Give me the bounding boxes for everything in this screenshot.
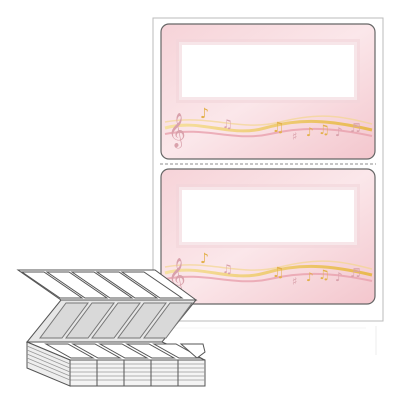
music-note-icon: ♪ xyxy=(200,251,209,267)
music-note-icon: ♫ xyxy=(318,268,330,283)
wave-gold xyxy=(164,119,373,133)
wave-pink xyxy=(164,127,373,138)
music-note-icon: ♫ xyxy=(222,117,233,131)
music-note-icon: ♪ xyxy=(306,270,314,284)
music-note-icon: ♪ xyxy=(335,270,343,284)
music-note-icon: ♬ xyxy=(350,266,361,280)
stack-front xyxy=(26,341,206,387)
music-note-icon: ♪ xyxy=(335,125,343,139)
music-note-icon: ♫ xyxy=(318,123,330,138)
wave-pink xyxy=(164,272,373,283)
music-note-icon: ♪ xyxy=(306,125,314,139)
treble-clef-icon: 𝄞 xyxy=(168,113,186,149)
fanfold-stack xyxy=(16,269,206,387)
music-note-icon: ♫ xyxy=(272,120,285,136)
label-bottom: 𝄞 ♪ ♫ ♫ ♯ ♪ ♫ ♪ ♬ xyxy=(160,168,376,305)
music-note-icon: ♫ xyxy=(222,262,233,276)
label-top: 𝄞 ♪ ♫ ♫ ♯ ♪ ♫ ♪ ♬ xyxy=(160,23,376,160)
music-note-icon: ♯ xyxy=(292,275,297,288)
music-note-icon: ♯ xyxy=(292,130,297,143)
music-note-icon: ♫ xyxy=(272,265,285,281)
music-note-icon: ♪ xyxy=(200,106,209,122)
wave-gold xyxy=(164,264,373,278)
music-note-icon: ♬ xyxy=(350,121,361,135)
